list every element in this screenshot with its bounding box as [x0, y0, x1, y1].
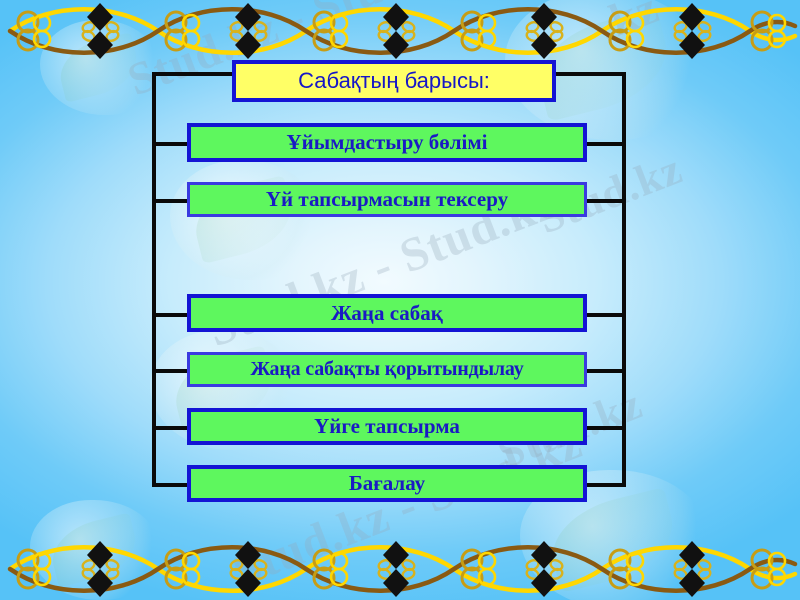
- step-label-4: Жаңа сабақты қорытындылау: [250, 358, 524, 380]
- connector-branch: [152, 199, 190, 203]
- lesson-plan-title-label: Сабақтың барысы:: [298, 68, 490, 94]
- step-box-3[interactable]: Жаңа сабақ: [187, 294, 587, 332]
- step-box-1[interactable]: Ұйымдастыру бөлімі: [187, 123, 587, 162]
- connector-branch: [584, 199, 626, 203]
- step-label-1: Ұйымдастыру бөлімі: [286, 130, 488, 155]
- step-box-4[interactable]: Жаңа сабақты қорытындылау: [187, 352, 587, 387]
- gold-scrollwork-divider-bottom: [7, 541, 798, 597]
- connector-spine-right: [622, 72, 626, 486]
- connector-branch: [152, 426, 190, 430]
- step-label-2: Үй тапсырмасын тексеру: [265, 187, 509, 212]
- connector-branch: [584, 369, 626, 373]
- connector-branch: [552, 72, 626, 76]
- connector-branch: [152, 483, 190, 487]
- connector-spine-left: [152, 72, 156, 486]
- connector-branch: [152, 369, 190, 373]
- connector-branch: [584, 142, 626, 146]
- connector-branch: [152, 72, 236, 76]
- watermark-leaf-blob: [170, 160, 320, 280]
- step-label-6: Бағалау: [348, 471, 426, 496]
- connector-branch: [152, 313, 190, 317]
- gold-scrollwork-divider-top: [7, 3, 798, 59]
- step-box-2[interactable]: Үй тапсырмасын тексеру: [187, 182, 587, 217]
- lesson-plan-title-box[interactable]: Сабақтың барысы:: [232, 60, 556, 102]
- step-box-5[interactable]: Үйге тапсырма: [187, 408, 587, 445]
- connector-branch: [584, 483, 626, 487]
- connector-branch: [152, 142, 190, 146]
- step-label-3: Жаңа сабақ: [331, 300, 443, 325]
- connector-branch: [584, 426, 626, 430]
- step-label-5: Үйге тапсырма: [314, 414, 460, 439]
- step-box-6[interactable]: Бағалау: [187, 465, 587, 502]
- connector-branch: [584, 313, 626, 317]
